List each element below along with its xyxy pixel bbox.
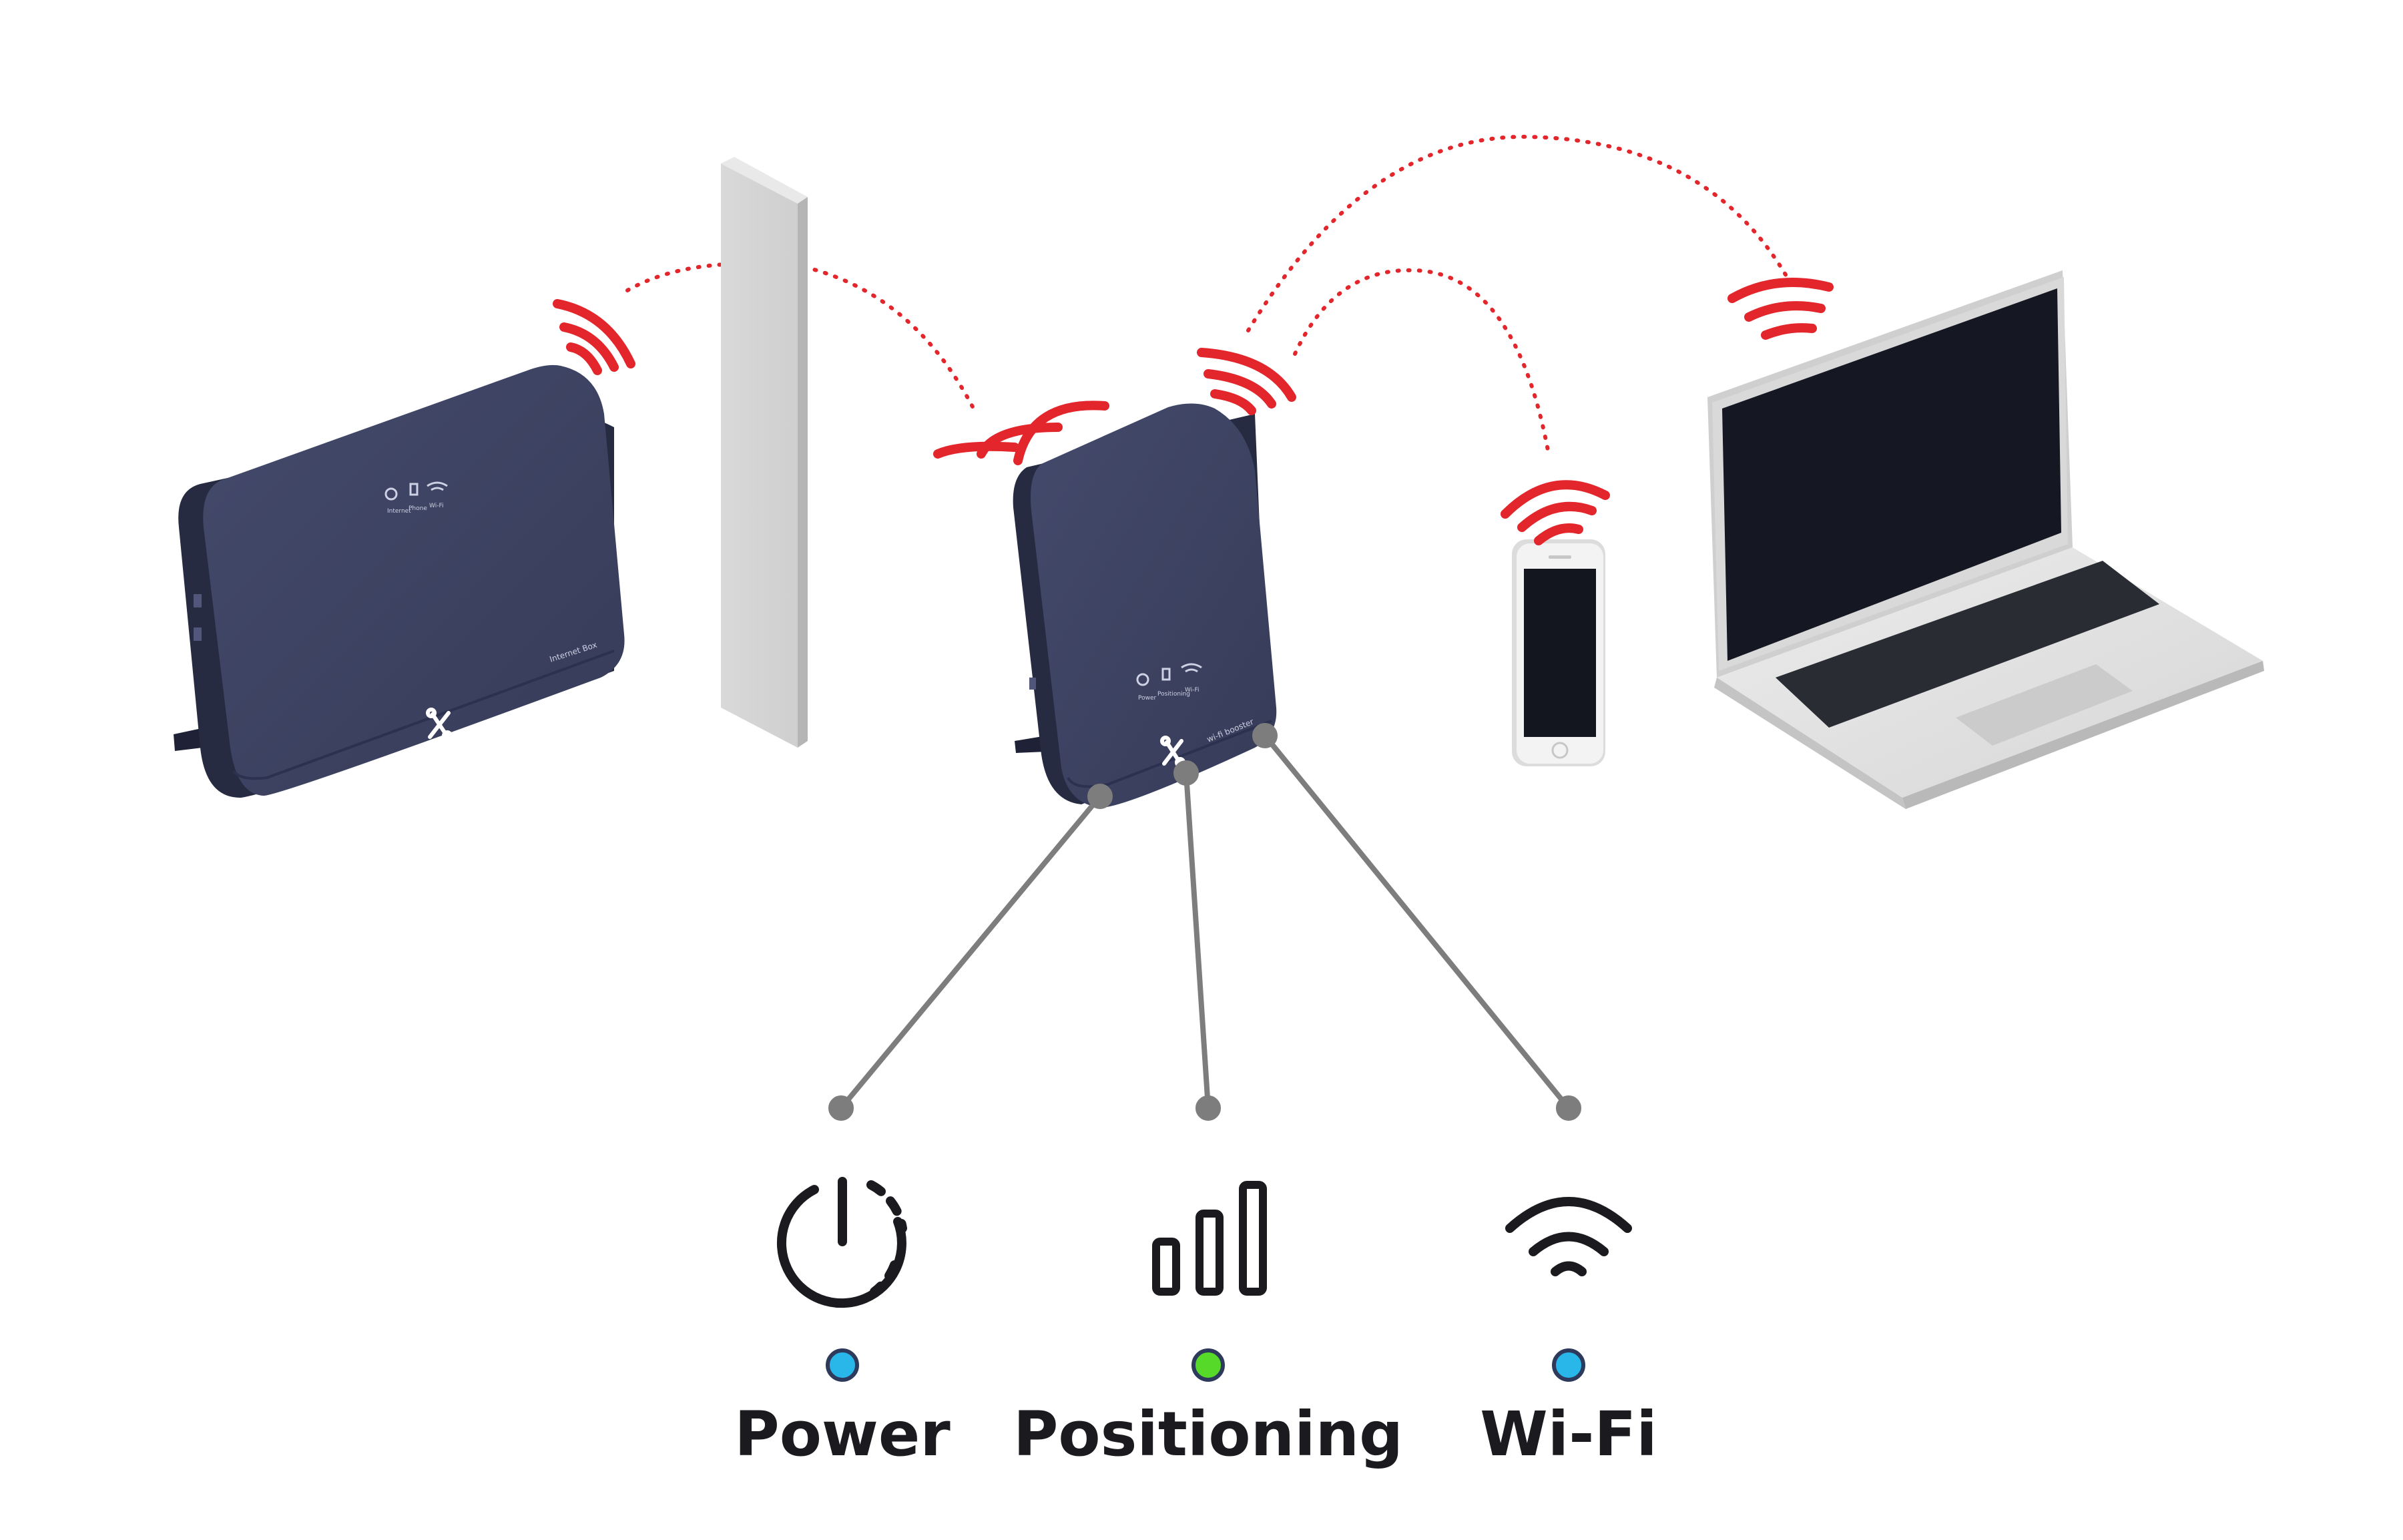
power-label: Power [734, 1398, 951, 1470]
router-led-label-internet: Internet [387, 508, 411, 515]
brand-logo [426, 708, 453, 741]
signal-path-wall-repeater [802, 265, 977, 413]
signal-arc-repeater-out [1197, 348, 1296, 415]
wifi-icon [1505, 1197, 1632, 1276]
signal-arc-phone [1501, 480, 1610, 545]
laptop [1707, 270, 2264, 809]
signal-arc-repeater-in [933, 401, 1109, 465]
smartphone [1512, 539, 1605, 766]
router-led-label-wifi: Wi-Fi [429, 503, 443, 509]
signal-arcs [553, 278, 1834, 545]
signal-bars-icon [1152, 1181, 1267, 1296]
router-device: Internet Phone Wi-Fi Internet Box [174, 364, 625, 798]
signal-arc-laptop [1727, 278, 1834, 340]
wifi-repeater: Power Positioning Wi-Fi wi-fi booster [1013, 403, 1277, 808]
signal-path-repeater-phone [1293, 268, 1551, 456]
power-led [826, 1348, 859, 1382]
repeater-led-label-wifi: Wi-Fi [1185, 687, 1199, 694]
wifi-label: Wi-Fi [1480, 1398, 1657, 1470]
wall-obstacle [721, 157, 808, 748]
positioning-led [1191, 1348, 1225, 1382]
wifi-led [1552, 1348, 1585, 1382]
repeater-led-label-power: Power [1138, 695, 1157, 702]
router-led-label-phone: Phone [409, 505, 427, 512]
signal-arc-router [553, 299, 635, 375]
power-icon [776, 1177, 907, 1308]
indicator-connectors [828, 723, 1581, 1121]
signal-path-repeater-laptop [1246, 134, 1791, 332]
positioning-label: Positioning [1013, 1398, 1404, 1470]
repeater-led-label-positioning: Positioning [1157, 691, 1190, 698]
